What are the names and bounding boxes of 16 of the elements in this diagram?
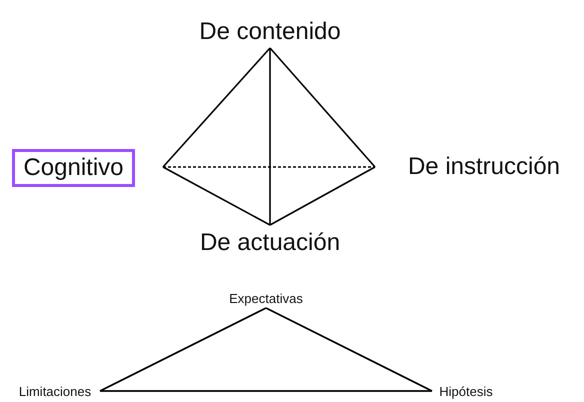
vertex-label: De instrucción (398, 152, 570, 182)
line (270, 166, 376, 226)
vertex-label: Hipótesis (432, 383, 500, 400)
line (100, 307, 266, 392)
line (162, 166, 270, 226)
line (100, 390, 432, 392)
vertex-label: Limitaciones (10, 383, 100, 400)
vertex-label: De actuación (192, 227, 348, 259)
line (269, 48, 271, 225)
vertex-label: Expectativas (222, 289, 310, 308)
line (269, 47, 376, 168)
line (266, 307, 432, 392)
highlighted-label: Cognitivo (12, 149, 135, 187)
line (163, 166, 375, 168)
line (162, 47, 271, 168)
vertex-label: De contenido (190, 16, 350, 48)
